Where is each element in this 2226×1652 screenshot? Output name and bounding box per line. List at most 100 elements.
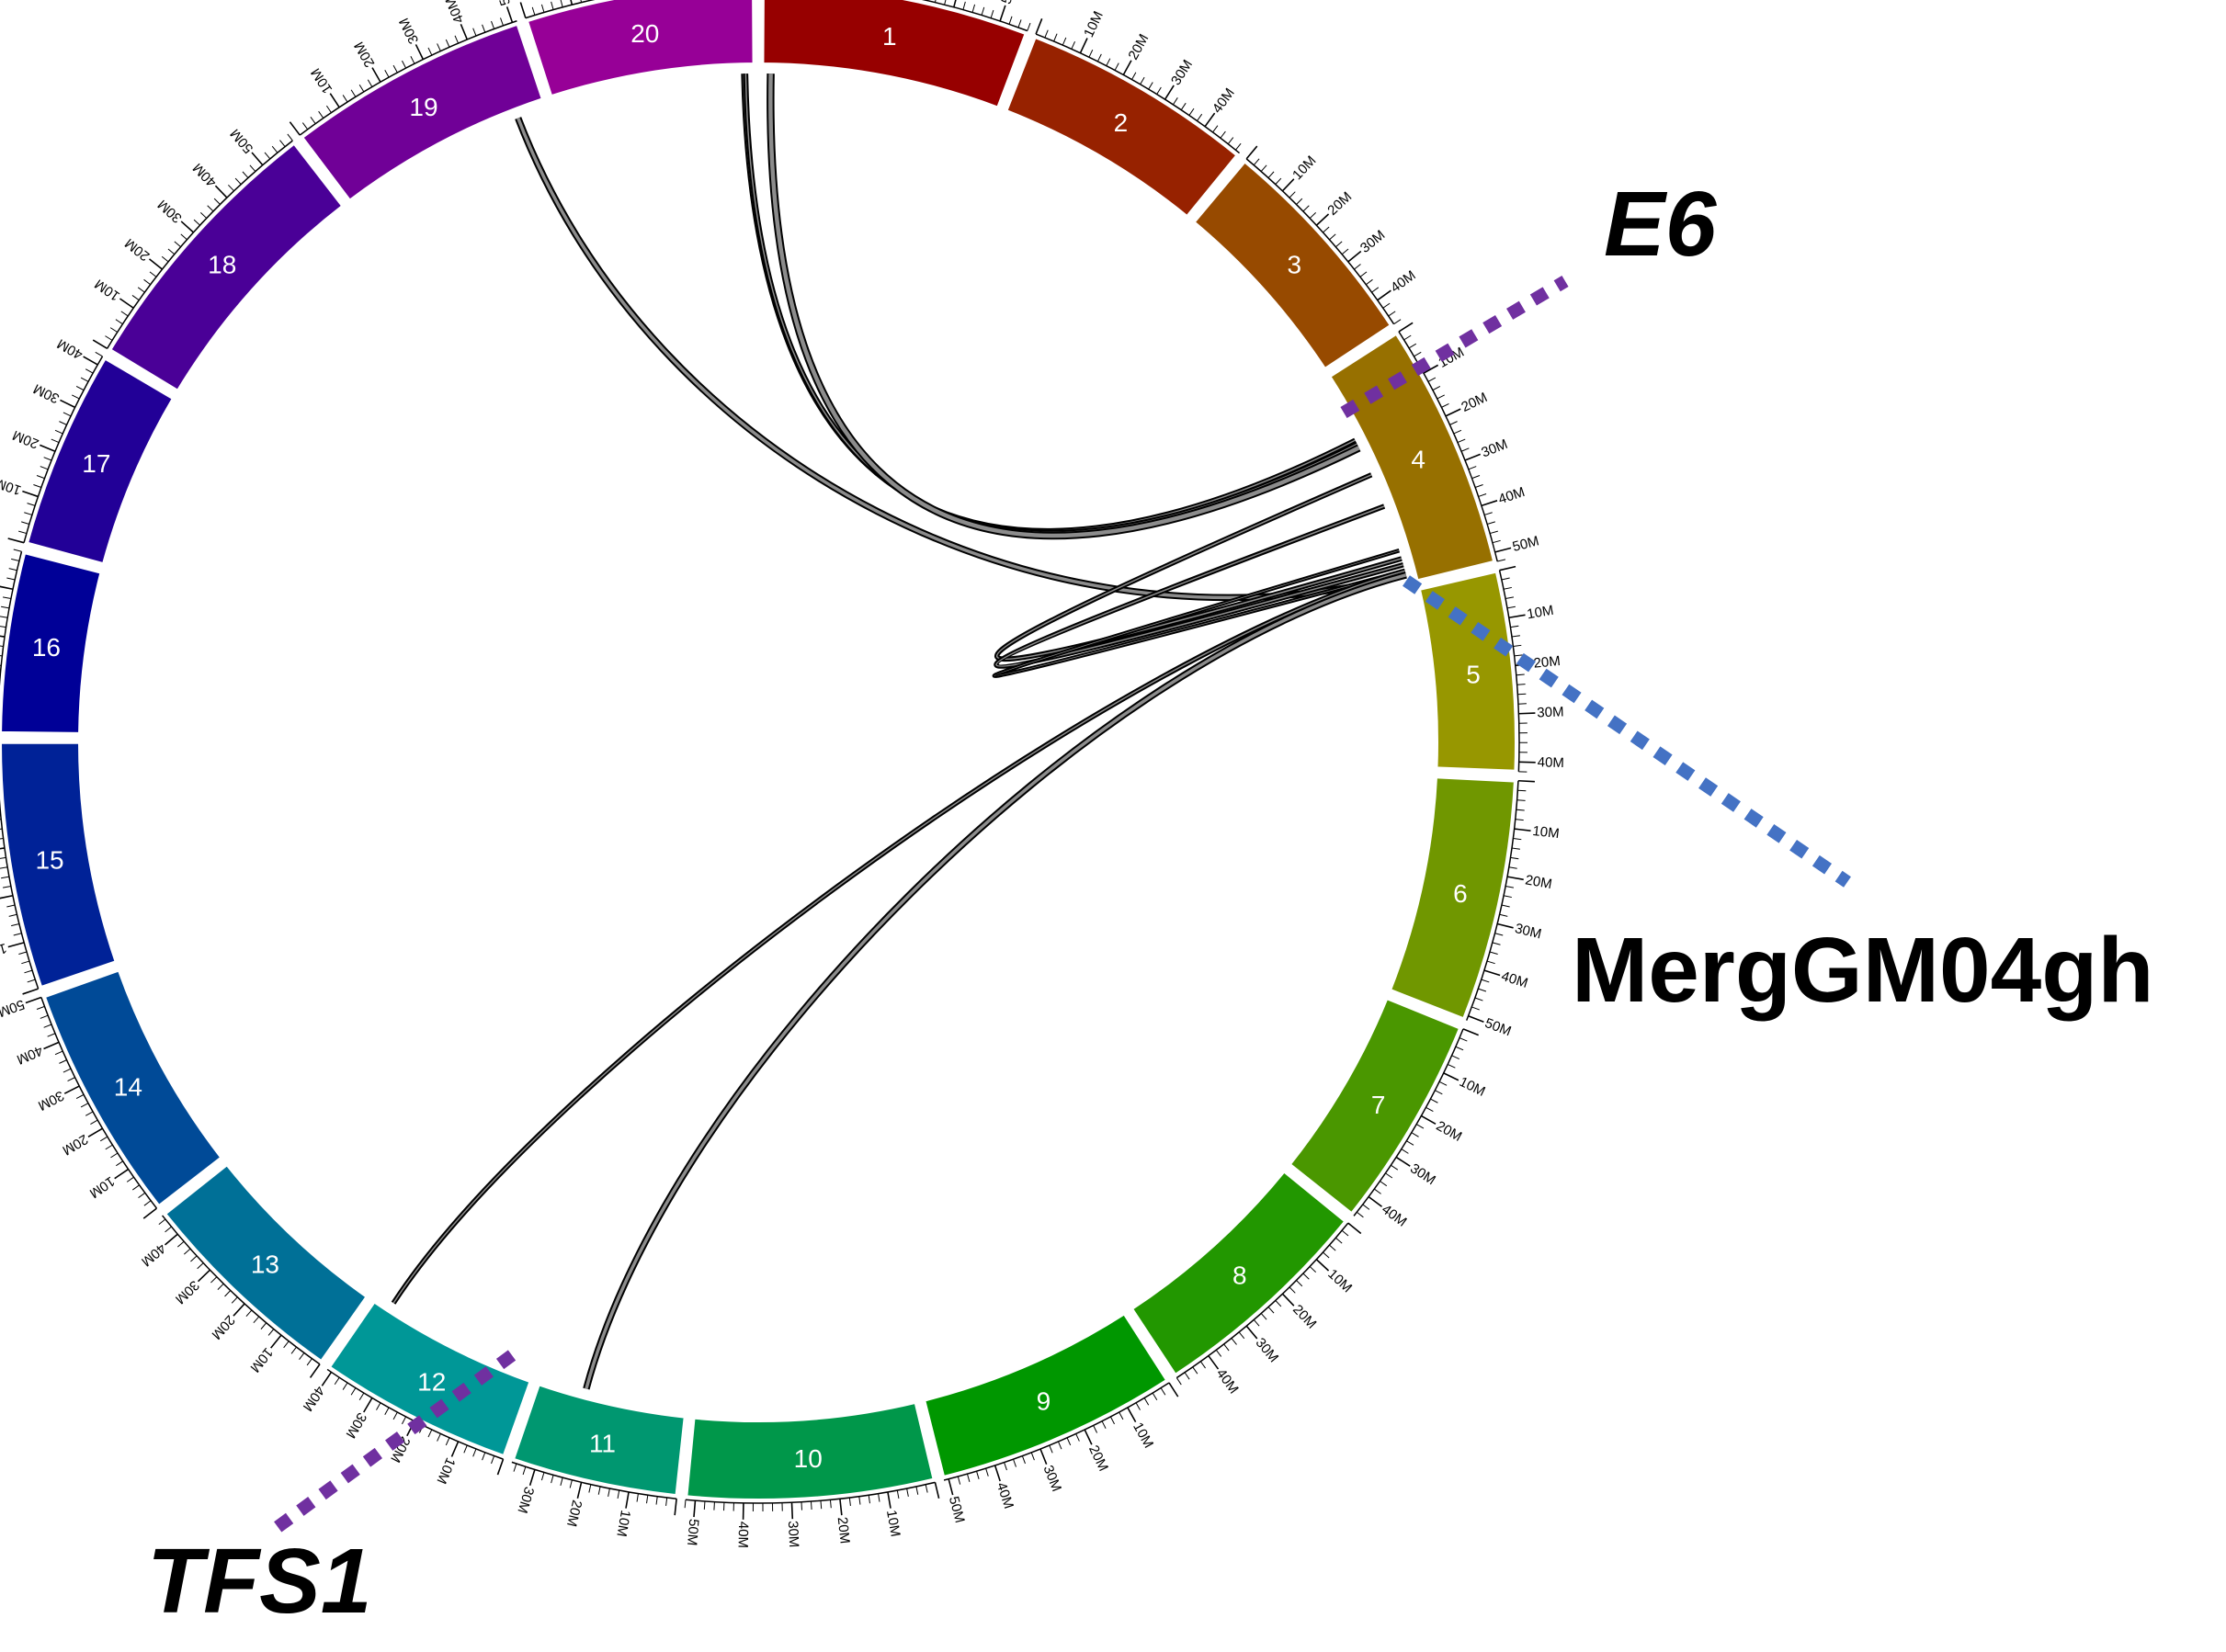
tick-mark bbox=[310, 117, 316, 124]
tick-label: 40M bbox=[1213, 1366, 1242, 1397]
tick-mark bbox=[878, 1493, 880, 1502]
tick-label: 20M bbox=[209, 1312, 238, 1342]
tick-mark bbox=[72, 394, 80, 400]
tick-mark bbox=[990, 9, 994, 18]
tick-label: 20M bbox=[1125, 31, 1152, 62]
link-fill bbox=[585, 573, 1407, 1390]
tick-mark bbox=[948, 1478, 954, 1496]
tick-label: 30M bbox=[343, 1409, 369, 1441]
tick-mark bbox=[33, 484, 42, 488]
tick-mark bbox=[1156, 86, 1162, 95]
tick-mark bbox=[350, 1387, 357, 1396]
tick-mark bbox=[43, 1041, 60, 1050]
tick-mark bbox=[1453, 429, 1462, 435]
tick-mark bbox=[59, 1059, 67, 1064]
tick-mark bbox=[290, 1346, 297, 1354]
tick-mark bbox=[1164, 85, 1175, 100]
tick-mark bbox=[0, 585, 14, 591]
tick-mark bbox=[1027, 22, 1031, 31]
tick-mark bbox=[67, 1077, 75, 1082]
tick-label: 50M bbox=[1511, 533, 1541, 555]
tick-mark bbox=[83, 356, 98, 366]
tick-mark bbox=[1253, 158, 1260, 165]
tick-label: 30M bbox=[1253, 1335, 1282, 1365]
chromosome-12-label: 12 bbox=[417, 1368, 446, 1397]
tick-mark bbox=[445, 39, 450, 48]
tick-label: 10M bbox=[1532, 823, 1561, 842]
tick-mark bbox=[1487, 521, 1495, 525]
tick-mark bbox=[183, 1248, 191, 1255]
tick-mark bbox=[1489, 951, 1498, 955]
tick-mark bbox=[482, 24, 486, 33]
link-outline bbox=[743, 74, 1358, 536]
chromosome-15-segment bbox=[0, 740, 119, 990]
tick-mark bbox=[1084, 1429, 1093, 1445]
tick-mark bbox=[7, 942, 25, 948]
tick-mark bbox=[54, 1050, 63, 1056]
tick-mark bbox=[1420, 1115, 1437, 1126]
chromosome-5-label: 5 bbox=[1466, 660, 1481, 688]
tick-mark bbox=[560, 1477, 563, 1487]
tick-mark bbox=[1499, 913, 1508, 917]
tick-mark bbox=[13, 549, 22, 552]
tick-mark bbox=[402, 60, 407, 69]
tick-mark bbox=[1362, 1204, 1370, 1210]
annotation-e6-label: E6 bbox=[1604, 173, 1718, 276]
chromosome-15-label: 15 bbox=[35, 846, 63, 875]
tick-label: 20M bbox=[351, 39, 378, 70]
tick-label: 10M bbox=[883, 1509, 903, 1538]
tick-mark bbox=[1494, 933, 1504, 936]
tick-label: 50M bbox=[491, 0, 515, 7]
chromosome-17-label: 17 bbox=[82, 449, 110, 478]
tick-mark bbox=[1368, 1195, 1383, 1207]
tick-mark bbox=[8, 568, 17, 571]
tick-mark bbox=[1253, 1319, 1260, 1327]
tick-mark bbox=[1215, 1349, 1222, 1357]
tick-mark bbox=[131, 295, 140, 301]
tick-mark bbox=[75, 1093, 85, 1099]
tick-mark bbox=[1508, 614, 1526, 619]
tick-mark bbox=[531, 6, 536, 16]
tick-label: 40M bbox=[54, 335, 85, 362]
chromosome-20-axis bbox=[525, 0, 596, 19]
tick-mark bbox=[1464, 453, 1482, 461]
tick-mark bbox=[1478, 988, 1487, 992]
tick-mark bbox=[1188, 107, 1195, 116]
tick-mark bbox=[1435, 1090, 1443, 1095]
tick-mark bbox=[0, 828, 3, 830]
tick-mark bbox=[1486, 960, 1495, 965]
tick-mark bbox=[437, 43, 441, 51]
tick-label: 40M bbox=[1496, 484, 1527, 507]
tick-mark bbox=[228, 184, 234, 192]
tick-mark bbox=[1460, 447, 1470, 452]
tick-mark bbox=[161, 255, 169, 263]
tick-mark bbox=[976, 1471, 980, 1479]
tick-mark bbox=[1516, 809, 1525, 811]
tick-mark bbox=[197, 1262, 204, 1270]
tick-mark bbox=[1459, 1037, 1468, 1042]
chromosome-20-segment bbox=[524, 0, 756, 99]
tick-mark bbox=[197, 1269, 211, 1283]
tick-label: 30M bbox=[154, 197, 185, 226]
tick-mark bbox=[1302, 1273, 1310, 1280]
tick-mark bbox=[472, 28, 477, 37]
tick-label: 30M bbox=[785, 1521, 801, 1548]
chromosome-8-segment bbox=[1129, 1168, 1349, 1378]
tick-label: 20M bbox=[60, 1131, 91, 1158]
tick-mark bbox=[445, 1437, 450, 1446]
chromosome-9-segment bbox=[921, 1310, 1171, 1480]
tick-mark bbox=[1289, 1286, 1296, 1294]
tick-mark bbox=[283, 1341, 290, 1349]
tick-mark bbox=[1199, 1361, 1206, 1369]
tick-mark bbox=[906, 1488, 909, 1498]
chromosome-4-label: 4 bbox=[1411, 445, 1425, 473]
tick-mark bbox=[1462, 1028, 1479, 1036]
link-outline bbox=[391, 568, 1406, 1305]
tick-mark bbox=[318, 110, 324, 119]
tick-mark bbox=[1231, 1338, 1237, 1345]
tick-mark bbox=[551, 1475, 554, 1484]
tick-mark bbox=[0, 655, 3, 657]
tick-mark bbox=[36, 475, 45, 480]
chromosome-14-label: 14 bbox=[114, 1072, 142, 1101]
chromosome-3-segment bbox=[1190, 158, 1394, 372]
